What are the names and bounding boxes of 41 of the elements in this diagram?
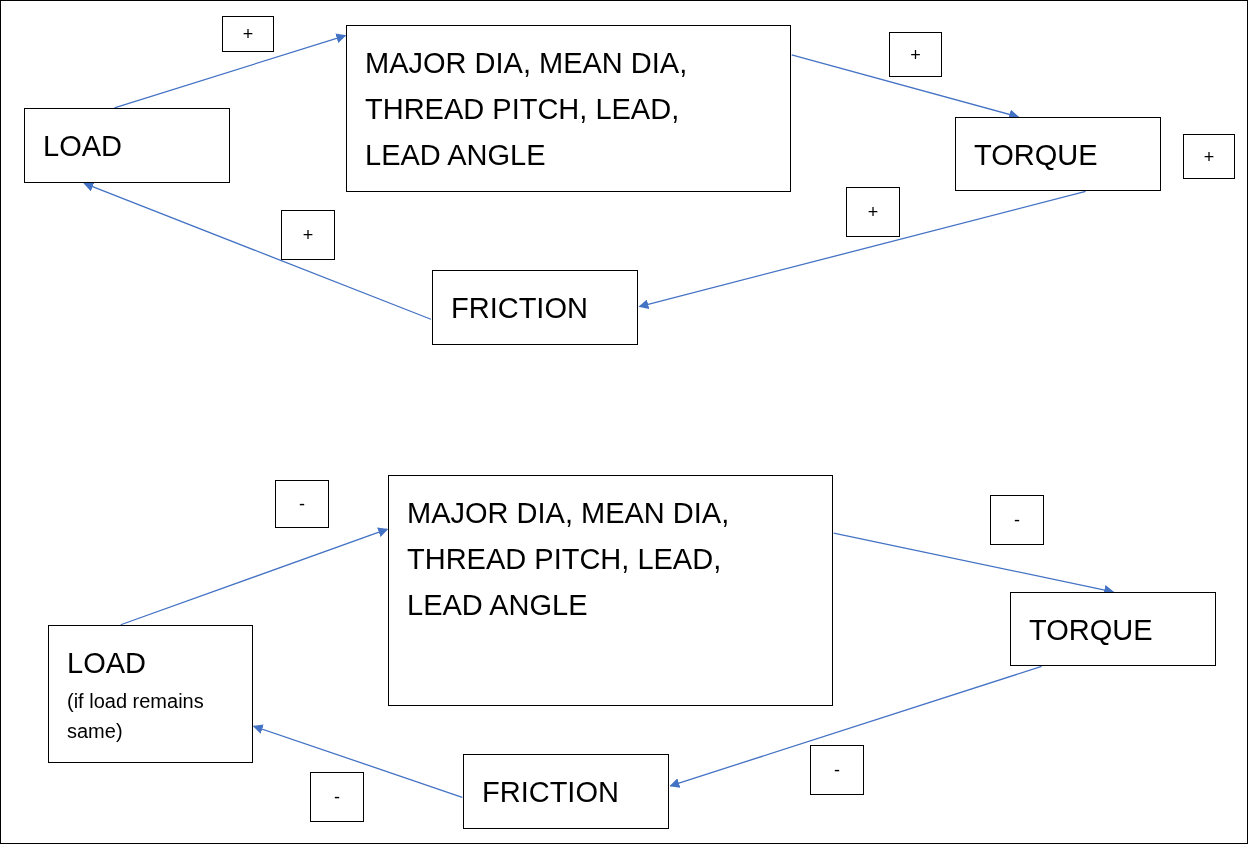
arrow	[83, 182, 432, 320]
concept-box	[1010, 592, 1216, 666]
sign-box	[810, 745, 864, 795]
sign-box	[1183, 134, 1235, 179]
node-label: TORQUE	[1029, 613, 1154, 648]
arrow	[638, 190, 1087, 310]
concept-box	[24, 108, 230, 183]
sign-text: -	[299, 495, 305, 513]
sign-box	[846, 187, 900, 237]
arrow	[113, 33, 347, 109]
sign-box	[281, 210, 335, 260]
arrow	[669, 665, 1043, 788]
sign-box	[310, 772, 364, 822]
arrow	[120, 527, 389, 626]
sign-box	[222, 16, 274, 52]
arrow	[252, 724, 463, 798]
node-label: LOAD	[43, 129, 123, 164]
concept-box	[955, 117, 1161, 191]
concept-box	[463, 754, 669, 829]
node-label: MAJOR DIA, MEAN DIA, THREAD PITCH, LEAD, LEAD ANGLE	[407, 496, 731, 623]
node-label: TORQUE	[974, 138, 1099, 173]
sign-box	[990, 495, 1044, 545]
sign-text: +	[302, 226, 314, 244]
sign-text: +	[242, 25, 254, 43]
node-label: FRICTION	[482, 775, 620, 810]
concept-box	[48, 625, 253, 763]
sign-text: -	[834, 761, 840, 779]
concept-box	[346, 25, 791, 192]
concept-box	[388, 475, 833, 706]
concept-box	[432, 270, 638, 345]
sign-box	[889, 32, 942, 77]
node-label: LOAD	[67, 646, 147, 681]
sign-text: +	[1203, 147, 1215, 166]
sign-text: +	[867, 203, 879, 221]
sign-text: -	[334, 788, 340, 806]
sign-text: +	[910, 45, 921, 64]
node-note: (if load remains same)	[67, 689, 205, 744]
sign-box	[275, 480, 329, 528]
sign-text: -	[1014, 511, 1020, 529]
node-label: MAJOR DIA, MEAN DIA, THREAD PITCH, LEAD, LEAD ANGLE	[365, 46, 689, 173]
node-label: FRICTION	[451, 291, 589, 326]
